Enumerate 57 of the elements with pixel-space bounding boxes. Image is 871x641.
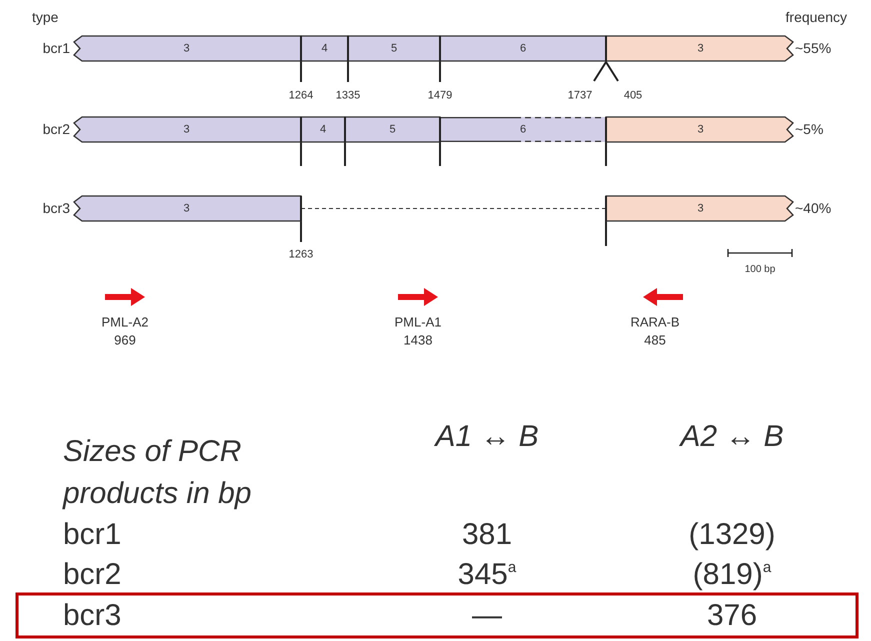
table-heading: A1 ↔ B bbox=[435, 422, 539, 452]
frequency-value: ~5% bbox=[795, 122, 824, 136]
exon-number: 6 bbox=[518, 124, 528, 135]
connector-line bbox=[300, 208, 606, 209]
primer-position: 1438 bbox=[404, 334, 432, 346]
scale-label: 100 bp bbox=[744, 265, 776, 275]
primer-name: PML-A1 bbox=[394, 316, 442, 328]
primer-position: 485 bbox=[644, 334, 666, 346]
table-cell: (1329) bbox=[688, 520, 776, 550]
table-cell: — bbox=[472, 601, 502, 631]
position-number: 1263 bbox=[288, 250, 314, 260]
exon-segment bbox=[606, 196, 795, 221]
table-cell: 345$^{a}$ bbox=[458, 560, 516, 590]
exon-segment bbox=[301, 117, 345, 142]
position-number: 1264 bbox=[288, 90, 314, 102]
exon-segment bbox=[72, 196, 301, 221]
position-number: 1737 bbox=[568, 90, 592, 102]
exon-segment bbox=[301, 36, 348, 61]
table-cell: 376 bbox=[706, 601, 758, 631]
exon-number: 4 bbox=[320, 43, 329, 54]
exon-number: 3 bbox=[696, 203, 705, 214]
exon-segment bbox=[606, 36, 795, 61]
exon-number: 3 bbox=[182, 43, 191, 54]
column-heading: frequency bbox=[786, 10, 847, 24]
exon-number: 3 bbox=[696, 43, 705, 54]
exon-segment bbox=[440, 117, 606, 142]
exon-segment bbox=[72, 117, 301, 142]
exon-number: 6 bbox=[518, 43, 528, 54]
exon-segment bbox=[72, 36, 301, 61]
row-label: bcr2 bbox=[42, 122, 70, 136]
row-label: bcr3 bbox=[42, 201, 70, 215]
exon-number: 4 bbox=[318, 124, 328, 135]
frequency-value: ~55% bbox=[795, 41, 832, 55]
exon-number: 5 bbox=[388, 124, 397, 135]
column-heading: type bbox=[32, 10, 58, 24]
exon-number: 5 bbox=[390, 43, 398, 54]
exon-segment bbox=[440, 36, 606, 61]
position-number: 1479 bbox=[428, 90, 452, 102]
row-label: bcr1 bbox=[42, 41, 70, 55]
primer-position: 969 bbox=[114, 334, 136, 346]
table-cell: 381 bbox=[462, 520, 512, 550]
table-cell: bcr3 bbox=[63, 601, 122, 631]
exon-number: 3 bbox=[182, 203, 191, 214]
exon-segment bbox=[345, 117, 440, 142]
primer-name: PML-A2 bbox=[102, 316, 148, 328]
table-heading: A2 ↔ B bbox=[680, 422, 784, 452]
position-number: 405 bbox=[624, 90, 642, 102]
exon-number: 3 bbox=[182, 124, 191, 135]
exon-number: 3 bbox=[696, 124, 705, 135]
table-cell: bcr2 bbox=[63, 560, 122, 590]
primer-name: RARA-B bbox=[630, 316, 680, 328]
table-cell: (819)$^{a}$ bbox=[692, 560, 772, 590]
frequency-value: ~40% bbox=[795, 201, 832, 215]
exon-segment bbox=[606, 117, 795, 142]
position-number: 1335 bbox=[336, 90, 360, 102]
exon-segment bbox=[348, 36, 440, 61]
table-cell: bcr1 bbox=[63, 520, 122, 550]
